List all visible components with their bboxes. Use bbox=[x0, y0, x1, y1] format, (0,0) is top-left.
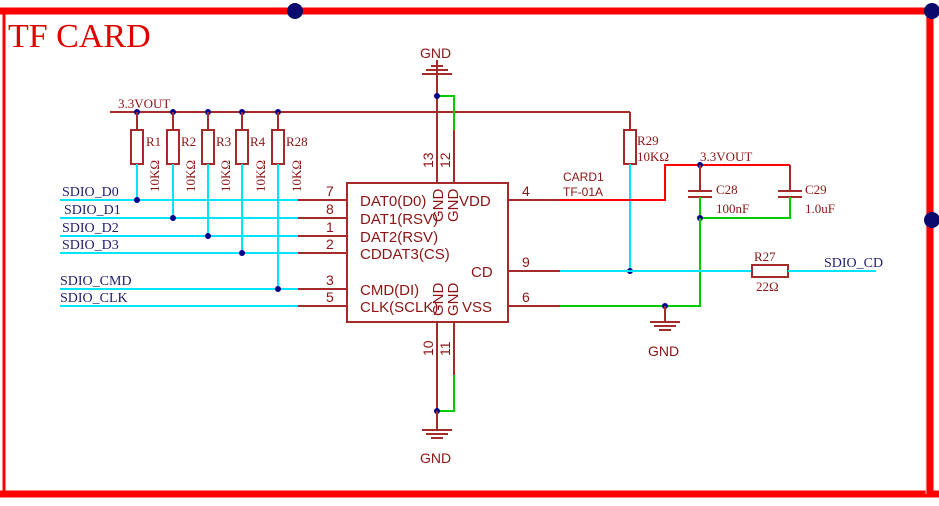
r2-value: 10KΩ bbox=[183, 160, 198, 192]
pin-num-7: 7 bbox=[326, 183, 334, 199]
r3-ref: R3 bbox=[216, 134, 231, 149]
net-sdio-d1: SDIO_D1 bbox=[64, 203, 121, 218]
r27-ref: R27 bbox=[754, 249, 776, 264]
r28-ref: R28 bbox=[286, 134, 308, 149]
net-sdio-d3: SDIO_D3 bbox=[62, 238, 119, 253]
capacitor-c29: C29 1.0uF bbox=[778, 165, 835, 216]
pin-name-cd: CD bbox=[471, 264, 493, 281]
pin-name-cmd: CMD(DI) bbox=[360, 282, 419, 299]
pin-name-vdd: VDD bbox=[459, 193, 491, 210]
gnd-symbol-top: GND bbox=[420, 45, 455, 130]
pin-name-dat2: DAT2(RSV) bbox=[360, 229, 438, 246]
pullup-resistor-r2: R2 10KΩ bbox=[166, 112, 198, 218]
pin-num-11: 11 bbox=[437, 341, 453, 356]
pin-num-13: 13 bbox=[420, 152, 436, 168]
net-sdio-d0: SDIO_D0 bbox=[62, 185, 119, 200]
pin-num-9: 9 bbox=[522, 254, 530, 270]
c29-ref: C29 bbox=[805, 182, 827, 197]
vss-net: GND bbox=[560, 197, 791, 359]
connector-ref: CARD1 bbox=[563, 170, 604, 184]
pin-num-10: 10 bbox=[420, 340, 436, 356]
r27-value: 22Ω bbox=[756, 279, 779, 294]
r4-value: 10KΩ bbox=[253, 160, 268, 192]
r1-value: 10KΩ bbox=[147, 160, 162, 192]
pin-name-clk: CLK(SCLK) bbox=[360, 299, 438, 316]
cd-net: R27 22Ω SDIO_CD bbox=[560, 249, 883, 294]
c28-ref: C28 bbox=[716, 182, 738, 197]
capacitor-c28: C28 100nF bbox=[688, 165, 749, 218]
sheet-marker-corner bbox=[924, 3, 939, 19]
pin-num-1: 1 bbox=[326, 219, 334, 235]
gnd-symbol-bottom: GND bbox=[420, 375, 455, 466]
pin-name-dat1: DAT1(RSV) bbox=[360, 211, 438, 228]
net-sdio-d2: SDIO_D2 bbox=[62, 221, 119, 236]
junction bbox=[134, 197, 140, 203]
resistor-r29: R29 10KΩ bbox=[623, 112, 669, 274]
sheet-title: TF CARD bbox=[8, 18, 151, 55]
gnd-bottom-label: GND bbox=[420, 450, 451, 466]
pin-name-vss: VSS bbox=[462, 299, 492, 316]
sheet-marker-top bbox=[287, 3, 303, 19]
c29-value: 1.0uF bbox=[805, 201, 835, 216]
pin-num-4: 4 bbox=[522, 183, 530, 199]
junction bbox=[275, 286, 281, 292]
sheet-marker-right bbox=[924, 212, 939, 228]
pin-num-6: 6 bbox=[522, 289, 530, 305]
net-sdio-cmd: SDIO_CMD bbox=[60, 274, 132, 289]
r1-ref: R1 bbox=[146, 134, 161, 149]
pin-num-2: 2 bbox=[326, 236, 334, 252]
pin-name-gnd-13: GND bbox=[430, 189, 447, 223]
pin-name-dat0: DAT0(D0) bbox=[360, 193, 426, 210]
junction bbox=[239, 250, 245, 256]
pin-num-12: 12 bbox=[437, 152, 453, 168]
net-sdio-cd: SDIO_CD bbox=[824, 256, 883, 271]
pullup-resistor-r28: R28 10KΩ bbox=[271, 112, 308, 289]
pin-num-5: 5 bbox=[326, 289, 334, 305]
r4-ref: R4 bbox=[250, 134, 266, 149]
r29-value: 10KΩ bbox=[637, 149, 669, 164]
connector-part: TF-01A bbox=[563, 185, 603, 199]
pullup-resistor-r4: R4 10KΩ bbox=[235, 112, 268, 253]
vout-top-label: 3.3VOUT bbox=[118, 96, 170, 111]
junction bbox=[170, 215, 176, 221]
pullup-resistor-r1: R1 10KΩ bbox=[130, 112, 162, 200]
r2-ref: R2 bbox=[181, 134, 196, 149]
pin-name-gnd-10: GND bbox=[430, 283, 447, 317]
pin-num-3: 3 bbox=[326, 272, 334, 288]
tf-card-connector: 7 8 1 2 3 5 DAT0(D0) DAT1(RSV) DAT2(RSV)… bbox=[298, 130, 604, 375]
junction bbox=[205, 233, 211, 239]
net-sdio-clk: SDIO_CLK bbox=[60, 291, 128, 306]
pin-name-gnd-11: GND bbox=[445, 283, 462, 317]
vout-right-label: 3.3VOUT bbox=[700, 149, 752, 164]
junction bbox=[434, 93, 440, 99]
r28-value: 10KΩ bbox=[289, 160, 304, 192]
gnd-right-label: GND bbox=[648, 343, 679, 359]
vdd-net: 3.3VOUT bbox=[560, 149, 790, 201]
pin-name-cddat3: CDDAT3(CS) bbox=[360, 246, 450, 263]
pin-num-8: 8 bbox=[326, 201, 334, 217]
r29-ref: R29 bbox=[637, 133, 659, 148]
c28-value: 100nF bbox=[716, 201, 749, 216]
r3-value: 10KΩ bbox=[218, 160, 233, 192]
gnd-top-label: GND bbox=[420, 45, 451, 61]
pin-name-gnd-12: GND bbox=[445, 189, 462, 223]
